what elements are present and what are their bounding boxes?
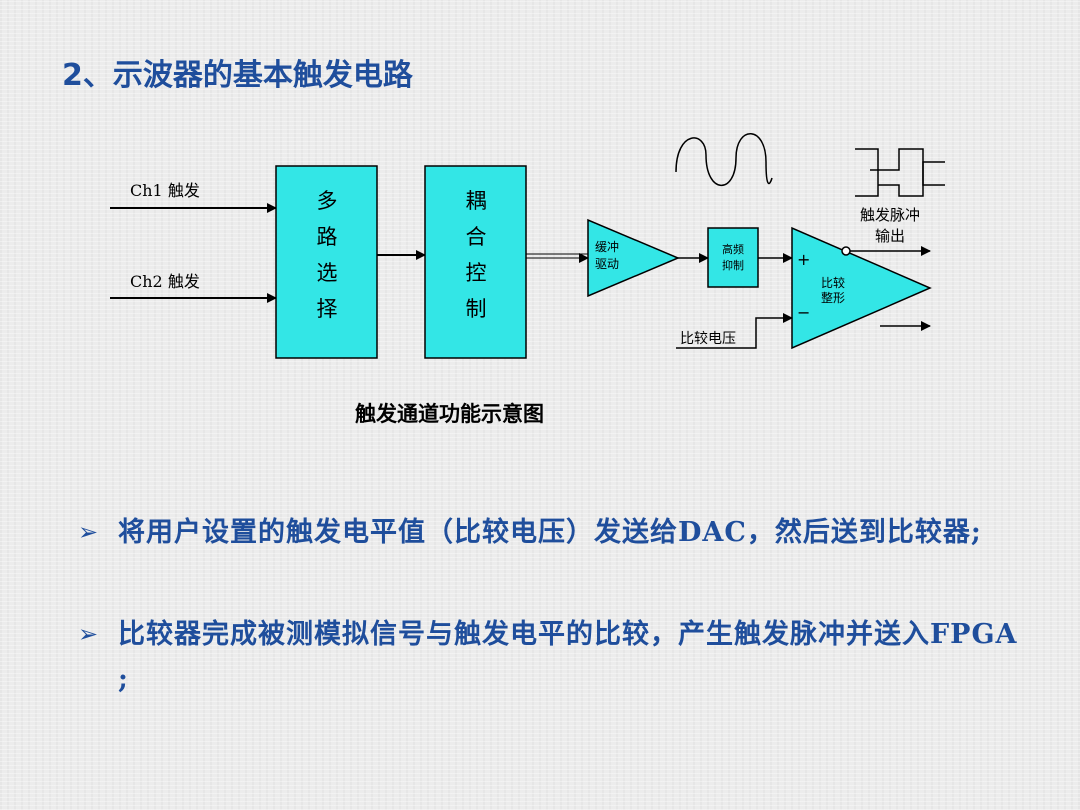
bullet-item-dac: ➢ 将用户设置的触发电平值（比较电压）发送给DAC，然后送到比较器; — [78, 510, 1018, 555]
square-wave-icon-2 — [870, 148, 945, 186]
mux-char-2: 路 — [317, 225, 338, 249]
mux-char-4: 择 — [317, 297, 338, 321]
buffer-driver-triangle — [587, 218, 680, 298]
ch1-trigger-label: Ch1 触发 — [130, 181, 200, 200]
bullet-arrow-icon: ➢ — [78, 620, 100, 648]
comparator-minus: − — [797, 303, 810, 322]
bullet-item-comparator: ➢ 比较器完成被测模拟信号与触发电平的比较，产生触发脉冲并送入FPGA ; — [78, 612, 1018, 702]
output-label-2: 输出 — [875, 227, 905, 245]
square-wave-icon-3 — [878, 161, 945, 197]
hf-reject-label-2: 抑制 — [722, 258, 744, 272]
bullet-arrow-icon: ➢ — [78, 518, 100, 546]
mux-char-1: 多 — [317, 189, 338, 213]
coupling-char-1: 耦 — [466, 189, 487, 213]
ch2-trigger-label: Ch2 触发 — [130, 272, 200, 291]
bullet-text: 比较器完成被测模拟信号与触发电平的比较，产生触发脉冲并送入FPGA ; — [118, 619, 1018, 695]
coupling-block — [424, 165, 527, 359]
comparator-label-2: 整形 — [821, 290, 845, 305]
buffer-label-2: 驱动 — [595, 257, 619, 271]
sine-wave-icon — [675, 133, 773, 186]
comparator-triangle — [791, 226, 932, 350]
compare-voltage-label: 比较电压 — [680, 331, 736, 347]
diagram-caption: 触发通道功能示意图 — [355, 402, 544, 426]
buffer-label-1: 缓冲 — [595, 239, 619, 254]
square-wave-icon — [855, 148, 879, 197]
mux-char-3: 选 — [317, 261, 338, 285]
hf-reject-label-1: 高频 — [722, 242, 744, 256]
coupling-char-2: 合 — [466, 225, 487, 249]
page-title: 2、示波器的基本触发电路 — [62, 58, 413, 93]
mux-block — [275, 165, 378, 359]
output-label-1: 触发脉冲 — [860, 206, 920, 224]
comparator-label-1: 比较 — [821, 275, 845, 290]
hf-reject-block — [707, 227, 759, 288]
bullet-text: 将用户设置的触发电平值（比较电压）发送给DAC，然后送到比较器; — [118, 517, 982, 548]
trigger-circuit-diagram: Ch1 触发 Ch2 触发 多 路 选 择 耦 合 控 制 缓冲 驱动 高频 抑… — [110, 133, 945, 359]
coupling-char-4: 制 — [466, 297, 487, 321]
comparator-plus: + — [797, 250, 810, 269]
coupling-char-3: 控 — [466, 261, 487, 285]
compare-voltage-line — [676, 313, 793, 349]
output-inverting-bubble — [841, 246, 851, 256]
